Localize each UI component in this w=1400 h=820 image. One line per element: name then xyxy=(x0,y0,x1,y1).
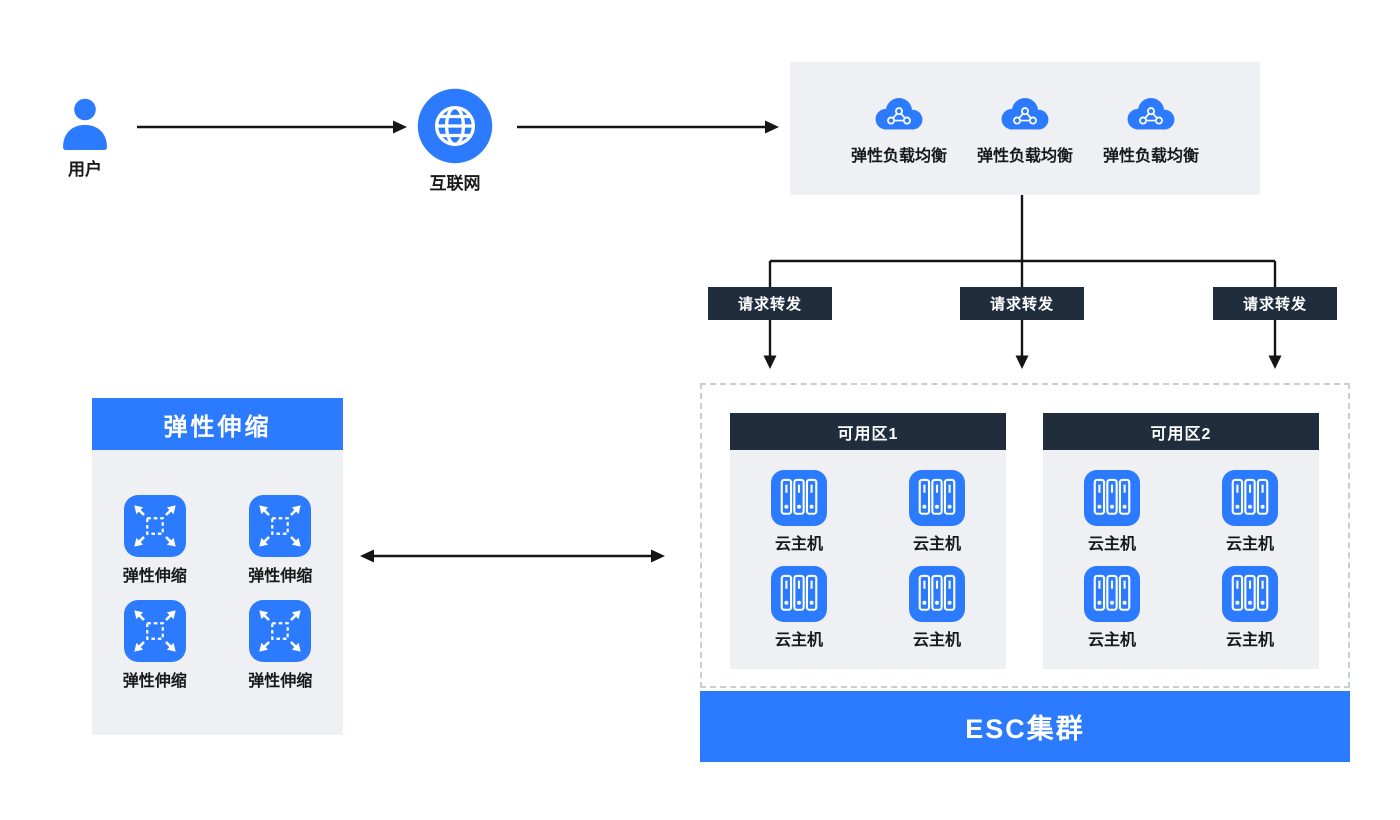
auto-scaling-node: 弹性伸缩 xyxy=(123,495,187,586)
request-forward-tag: 请求转发 xyxy=(960,287,1084,320)
zone-hosts-grid: 云主机 云主机 云主机 云主机 xyxy=(1043,450,1319,669)
expand-arrows-icon xyxy=(124,495,186,557)
arrowhead-elb xyxy=(765,120,779,134)
cloud-host-node: 云主机 xyxy=(1084,470,1140,554)
cloud-host-label: 云主机 xyxy=(1087,631,1136,649)
auto-scaling-title: 弹性伸缩 xyxy=(92,398,343,450)
cloud-host-node: 云主机 xyxy=(1222,566,1278,650)
cloud-network-icon xyxy=(995,91,1055,136)
person-icon xyxy=(58,96,112,150)
cloud-host-node: 云主机 xyxy=(1084,566,1140,650)
esc-cluster-banner: ESC集群 xyxy=(700,691,1350,762)
zone-hosts-grid: 云主机 云主机 云主机 云主机 xyxy=(730,450,1006,669)
load-balancer-node: 弹性负载均衡 xyxy=(977,91,1073,166)
cloud-host-label: 云主机 xyxy=(1225,535,1274,553)
internet-node: 互联网 xyxy=(410,88,500,194)
cloud-host-label: 云主机 xyxy=(774,535,823,553)
auto-scaling-node: 弹性伸缩 xyxy=(248,495,312,586)
cloud-host-node: 云主机 xyxy=(771,566,827,650)
server-rack-icon xyxy=(909,470,965,526)
auto-scaling-label: 弹性伸缩 xyxy=(248,672,313,690)
arrowhead-zone-center xyxy=(1015,355,1029,369)
arrowhead-cluster xyxy=(651,549,665,563)
cloud-host-label: 云主机 xyxy=(912,631,961,649)
request-forward-tag: 请求转发 xyxy=(708,287,832,320)
esc-cluster-container: 可用区1 云主机 云主机 云主机 云主机 xyxy=(700,383,1350,688)
expand-arrows-icon xyxy=(124,600,186,662)
user-node: 用户 xyxy=(40,96,130,180)
cloud-host-label: 云主机 xyxy=(1087,535,1136,553)
availability-zone-2: 可用区2 云主机 云主机 云主机 云主机 xyxy=(1043,413,1319,669)
cloud-host-node: 云主机 xyxy=(909,566,965,650)
load-balancer-label: 弹性负载均衡 xyxy=(1103,148,1200,165)
cloud-host-node: 云主机 xyxy=(1222,470,1278,554)
availability-zone-1: 可用区1 云主机 云主机 云主机 云主机 xyxy=(730,413,1006,669)
load-balancer-node: 弹性负载均衡 xyxy=(1103,91,1199,166)
auto-scaling-label: 弹性伸缩 xyxy=(248,567,313,585)
cloud-host-node: 云主机 xyxy=(771,470,827,554)
expand-arrows-icon xyxy=(249,495,311,557)
cloud-host-label: 云主机 xyxy=(774,631,823,649)
load-balancer-label: 弹性负载均衡 xyxy=(976,148,1073,165)
user-label: 用户 xyxy=(68,160,102,179)
server-rack-icon xyxy=(909,566,965,622)
server-rack-icon xyxy=(771,470,827,526)
server-rack-icon xyxy=(771,566,827,622)
cloud-network-icon xyxy=(1121,91,1181,136)
auto-scaling-label: 弹性伸缩 xyxy=(122,672,187,690)
auto-scaling-node: 弹性伸缩 xyxy=(123,600,187,691)
server-rack-icon xyxy=(1222,470,1278,526)
cloud-network-icon xyxy=(869,91,929,136)
cloud-host-node: 云主机 xyxy=(909,470,965,554)
auto-scaling-label: 弹性伸缩 xyxy=(122,567,187,585)
request-forward-tag: 请求转发 xyxy=(1213,287,1337,320)
elb-branch-lines xyxy=(768,195,1277,356)
load-balancer-label: 弹性负载均衡 xyxy=(850,148,947,165)
load-balancer-panel: 弹性负载均衡 弹性负载均衡 弹性负载均衡 xyxy=(790,62,1260,195)
auto-scaling-panel: 弹性伸缩 弹性伸缩 弹性伸缩 弹性伸缩 弹性伸缩 xyxy=(92,398,343,735)
zone-title: 可用区1 xyxy=(730,413,1006,450)
arrowhead-internet xyxy=(393,120,407,134)
auto-scaling-grid: 弹性伸缩 弹性伸缩 弹性伸缩 弹性伸缩 xyxy=(92,450,343,735)
arrowhead-zone-right xyxy=(1268,355,1282,369)
auto-scaling-node: 弹性伸缩 xyxy=(248,600,312,691)
arrowhead-zone-left xyxy=(763,355,777,369)
cloud-host-label: 云主机 xyxy=(1225,631,1274,649)
server-rack-icon xyxy=(1084,566,1140,622)
load-balancer-node: 弹性负载均衡 xyxy=(851,91,947,166)
globe-icon xyxy=(417,88,493,164)
server-rack-icon xyxy=(1084,470,1140,526)
arrowhead-scaling xyxy=(360,549,374,563)
internet-label: 互联网 xyxy=(429,174,481,193)
expand-arrows-icon xyxy=(249,600,311,662)
server-rack-icon xyxy=(1222,566,1278,622)
zone-title: 可用区2 xyxy=(1043,413,1319,450)
cloud-host-label: 云主机 xyxy=(912,535,961,553)
